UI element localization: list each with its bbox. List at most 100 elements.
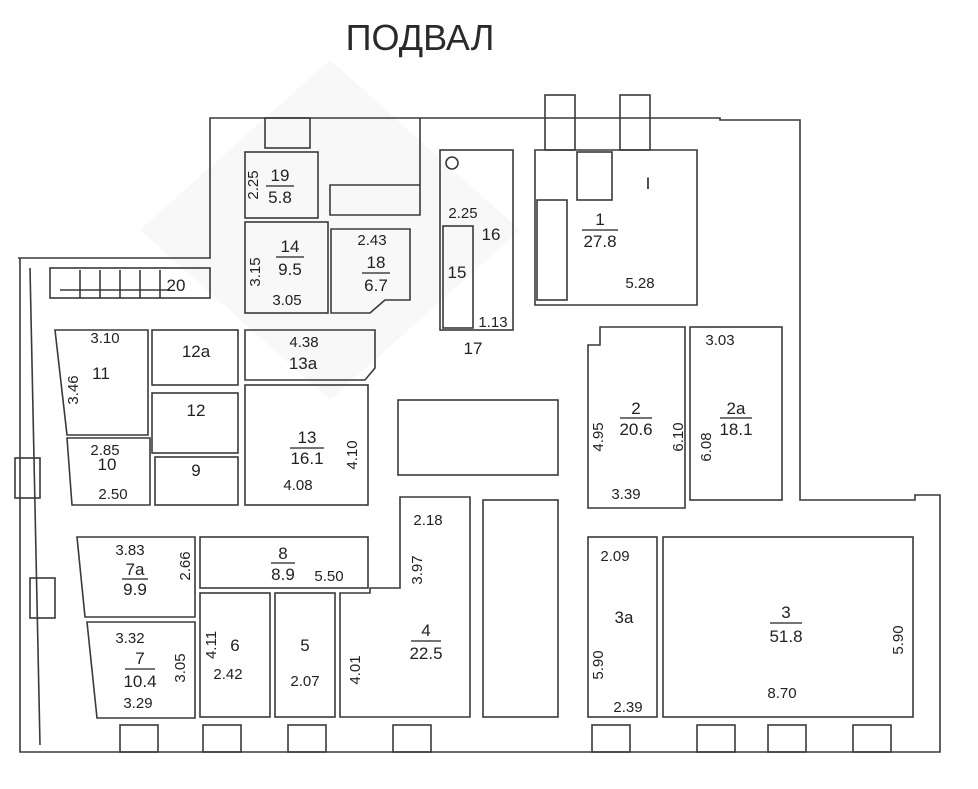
- room-label: 3.83: [115, 542, 144, 559]
- room-label: 1: [595, 210, 604, 229]
- room-label: 2.85: [90, 442, 119, 459]
- room-label: 18: [367, 253, 386, 272]
- room-label: 8.70: [767, 685, 796, 702]
- room-label: 4: [421, 621, 430, 640]
- room-label: 3.29: [123, 695, 152, 712]
- room-label: 3.03: [705, 332, 734, 349]
- room-label: 9.5: [278, 260, 302, 279]
- room-3: [662, 536, 914, 718]
- room-label: 9.9: [123, 580, 147, 599]
- room-label: 2.07: [290, 673, 319, 690]
- room-label: 1.13: [478, 314, 507, 331]
- room-label: 10: [98, 455, 117, 474]
- room-label: 20.6: [619, 420, 652, 439]
- room-label: 3.39: [611, 486, 640, 503]
- room-label: 51.8: [769, 627, 802, 646]
- room-10: [66, 437, 151, 506]
- room-label: 2.25: [448, 205, 477, 222]
- room-label: 14: [281, 237, 300, 256]
- room-18: [330, 228, 411, 314]
- room-label: 3.05: [272, 292, 301, 309]
- room-7a: [76, 536, 196, 618]
- light-well-2: [482, 499, 559, 718]
- room-label: 3.46: [65, 375, 82, 404]
- room-label: 6: [230, 636, 239, 655]
- room-label: 6.10: [670, 422, 687, 451]
- room-label: 5: [300, 636, 309, 655]
- room-label: 8.9: [271, 565, 295, 584]
- windows-icon: [14, 94, 892, 753]
- room-label: 2.42: [213, 666, 242, 683]
- room-label: 10.4: [123, 672, 156, 691]
- room-label: 5.50: [314, 568, 343, 585]
- room-label: 16: [482, 225, 501, 244]
- room-label: 2.50: [98, 486, 127, 503]
- room-label: 5.90: [590, 650, 607, 679]
- room-12: [151, 392, 239, 454]
- room-label: 3.05: [172, 653, 189, 682]
- watermark: [140, 60, 520, 400]
- room-4: [339, 496, 471, 718]
- room-14: [244, 221, 329, 314]
- room-9: [154, 456, 239, 506]
- room-label: 4.08: [283, 477, 312, 494]
- room-label: 2.39: [613, 699, 642, 716]
- room-11: [54, 329, 149, 436]
- room-label: 9: [191, 461, 200, 480]
- room-label: 3.10: [90, 330, 119, 347]
- room-8: [199, 536, 369, 589]
- room-label: 4.95: [590, 422, 607, 451]
- room-label: 3.32: [115, 630, 144, 647]
- room-label: 22.5: [409, 644, 442, 663]
- room-6: [199, 592, 271, 718]
- room-label: 2.09: [600, 548, 629, 565]
- room-label: 6.08: [698, 432, 715, 461]
- room-13: [244, 384, 369, 506]
- room-label: 15: [448, 263, 467, 282]
- room-label: 17: [464, 339, 483, 358]
- room-label: 3.15: [247, 257, 264, 286]
- room-3a: [587, 536, 658, 718]
- room-label: 3.97: [409, 555, 426, 584]
- room-label: 4.01: [347, 655, 364, 684]
- room-2a: [689, 326, 783, 501]
- room-label: 20: [167, 276, 186, 295]
- room-13a: [244, 329, 376, 381]
- room-label: 2: [631, 399, 640, 418]
- room-label: 4.10: [344, 440, 361, 469]
- room-label: 2.66: [177, 551, 194, 580]
- room-19: [244, 151, 319, 219]
- room-label: 7а: [126, 560, 145, 579]
- stair-20-icon: [60, 270, 170, 298]
- light-well-1: [397, 399, 559, 476]
- room-12a: [151, 329, 239, 386]
- room-label: 2.18: [413, 512, 442, 529]
- room-label: 16.1: [290, 449, 323, 468]
- stair-1-icon: [536, 151, 613, 301]
- room-label: 11: [92, 364, 110, 383]
- room-15: [442, 225, 474, 329]
- plan-title: ПОДВАЛ: [346, 17, 495, 58]
- room-walls: [14, 94, 914, 753]
- room-16: [439, 149, 514, 331]
- room-label: 3: [781, 603, 790, 622]
- room-label: 3а: [615, 608, 634, 627]
- room-label: 27.8: [583, 232, 616, 251]
- room-label: I: [646, 174, 651, 193]
- room-label: 2.43: [357, 232, 386, 249]
- room-label: 5.8: [268, 188, 292, 207]
- room-2: [587, 326, 686, 509]
- room-label: 12: [187, 401, 206, 420]
- boiler-icon: [445, 156, 459, 170]
- room-20: [49, 267, 211, 299]
- outer-walls: [18, 117, 941, 753]
- room-label: 2.25: [245, 170, 262, 199]
- room-label: 13а: [289, 354, 318, 373]
- room-label: 7: [135, 649, 144, 668]
- room-label: 5.90: [890, 625, 907, 654]
- room-label: 4.11: [203, 631, 220, 659]
- room-label: 19: [271, 166, 290, 185]
- room-label: 2а: [727, 399, 746, 418]
- room-5: [274, 592, 336, 718]
